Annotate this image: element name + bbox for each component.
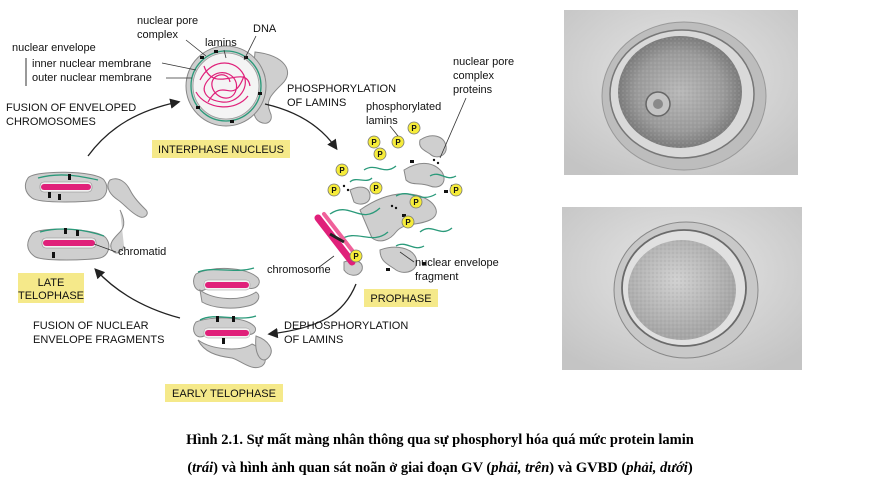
- phosphate-marker: P: [349, 249, 363, 263]
- label-pore-proteins: nuclear pore: [453, 56, 514, 68]
- caption-line-2: (trái) và hình ảnh quan sát noãn ở giai …: [187, 460, 692, 476]
- label-phosphorylated-2: lamins: [366, 115, 398, 127]
- arrow-fusion-fragments: [94, 268, 181, 319]
- label-chromosome: chromosome: [267, 264, 331, 276]
- label-dephosphorylation: DEPHOSPHORYLATION: [284, 320, 408, 332]
- late-telophase-label-2: TELOPHASE: [18, 290, 84, 302]
- phosphate-markers: P P P P P P P P P P P: [327, 121, 463, 263]
- micrograph-gv: [564, 10, 798, 175]
- label-fusion-chromosomes-2: CHROMOSOMES: [6, 116, 96, 128]
- svg-text:P: P: [331, 186, 337, 195]
- late-telophase-label: LATE: [38, 277, 65, 289]
- arrow-phosphorylation: [264, 103, 338, 151]
- arrow-fusion-chromosomes: [87, 98, 181, 157]
- svg-text:P: P: [411, 124, 417, 133]
- label-fusion-fragments-2: ENVELOPE FRAGMENTS: [33, 334, 164, 346]
- label-nuclear-envelope: nuclear envelope: [12, 42, 96, 54]
- label-envelope-fragment: nuclear envelope: [415, 257, 499, 269]
- phosphate-marker: P: [409, 195, 423, 209]
- interphase-label-box: [152, 140, 290, 158]
- phosphate-marker: P: [373, 147, 387, 161]
- label-pore-proteins-3: proteins: [453, 84, 493, 96]
- svg-text:P: P: [339, 166, 345, 175]
- chromosome-x: [314, 212, 360, 266]
- late-telophase: [24, 171, 148, 261]
- prophase-label: PROPHASE: [370, 293, 431, 305]
- early-telophase-label: EARLY TELOPHASE: [172, 388, 276, 400]
- early-telophase: [193, 267, 272, 369]
- svg-text:P: P: [413, 198, 419, 207]
- label-phosphorylation: PHOSPHORYLATION: [287, 83, 396, 95]
- label-nuclear-pore-complex: nuclear pore: [137, 15, 198, 27]
- label-inner-membrane: inner nuclear membrane: [32, 58, 151, 70]
- svg-text:P: P: [377, 150, 383, 159]
- phosphate-marker: P: [391, 135, 405, 149]
- phosphate-marker: P: [367, 135, 381, 149]
- label-chromatid: chromatid: [118, 246, 166, 258]
- phosphate-marker: P: [449, 183, 463, 197]
- prophase: [314, 135, 458, 276]
- phosphate-marker: P: [335, 163, 349, 177]
- late-telophase-label-box: [18, 273, 84, 303]
- label-fusion-fragments: FUSION OF NUCLEAR: [33, 320, 149, 332]
- svg-text:P: P: [395, 138, 401, 147]
- phosphate-marker: P: [407, 121, 421, 135]
- svg-text:P: P: [371, 138, 377, 147]
- early-telophase-label-box: [165, 384, 283, 402]
- arrow-dephosphorylation: [267, 283, 357, 339]
- svg-text:P: P: [453, 186, 459, 195]
- phosphate-marker: P: [401, 215, 415, 229]
- label-dna: DNA: [253, 23, 277, 35]
- label-phosphorylation-2: OF LAMINS: [287, 97, 346, 109]
- label-pore-proteins-2: complex: [453, 70, 494, 82]
- label-lamins: lamins: [205, 37, 237, 49]
- phosphate-marker: P: [369, 181, 383, 195]
- label-fusion-chromosomes: FUSION OF ENVELOPED: [6, 102, 136, 114]
- interphase-label: INTERPHASE NUCLEUS: [158, 144, 284, 156]
- label-nuclear-pore-complex-2: complex: [137, 29, 178, 41]
- label-phosphorylated: phosphorylated: [366, 101, 441, 113]
- svg-text:P: P: [373, 184, 379, 193]
- label-envelope-fragment-2: fragment: [415, 271, 458, 283]
- interphase-pores: [196, 50, 262, 123]
- svg-text:P: P: [353, 252, 359, 261]
- label-outer-membrane: outer nuclear membrane: [32, 72, 152, 84]
- label-dephosphorylation-2: OF LAMINS: [284, 334, 343, 346]
- caption-line-1: Hình 2.1. Sự mất màng nhân thông qua sự …: [186, 432, 694, 448]
- micrograph-gvbd: [562, 207, 802, 370]
- phosphate-marker: P: [327, 183, 341, 197]
- prophase-label-box: [364, 289, 438, 307]
- svg-text:P: P: [405, 218, 411, 227]
- interphase-nucleus: [185, 45, 288, 127]
